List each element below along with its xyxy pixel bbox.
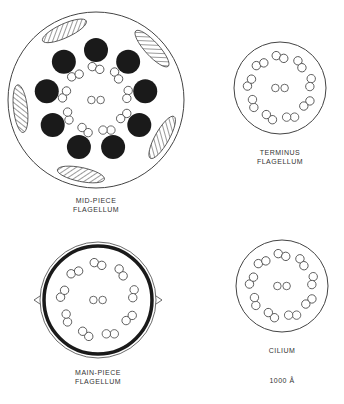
microtubule-doublet <box>61 309 72 327</box>
microtubule-doublet <box>271 50 289 63</box>
microtubule-doublet <box>77 325 95 342</box>
central-tubule <box>274 282 282 290</box>
microtubule-doublet <box>63 107 74 125</box>
membrane-outline <box>234 42 326 134</box>
microtubule-doublet <box>251 58 269 71</box>
mitochondrion <box>11 84 30 133</box>
dense-fiber <box>41 113 65 137</box>
microtubule-doublet <box>89 257 107 270</box>
microtubule-doublet <box>76 122 94 139</box>
dense-fiber <box>127 113 151 137</box>
microtubule-doublet <box>294 253 309 271</box>
microtubule-doublet <box>248 95 259 113</box>
microtubule-doublet <box>253 256 271 269</box>
dense-fiber <box>35 79 59 103</box>
microtubule-doublet <box>115 108 133 125</box>
microtubule-doublet <box>284 311 300 319</box>
membrane-outline <box>40 242 156 358</box>
section-label: MAIN-PIECE FLAGELLUM <box>70 368 126 387</box>
microtubule-doublet <box>122 86 133 104</box>
central-tubule <box>281 84 289 92</box>
microtubule-doublet <box>87 61 105 74</box>
microtubule-doublet <box>307 272 318 290</box>
dense-fiber <box>67 135 91 159</box>
dense-fiber <box>84 38 108 62</box>
dense-fiber <box>101 135 125 159</box>
microtubule-doublet <box>102 330 118 338</box>
microtubule-doublet <box>244 271 259 289</box>
microtubule-doublet <box>260 109 278 126</box>
dense-fiber <box>52 50 76 74</box>
fibrous-sheath <box>44 246 152 354</box>
microtubule-doublet <box>273 248 291 261</box>
microtubule-doublet <box>109 66 124 84</box>
microtubule-doublet <box>282 113 298 121</box>
central-tubule <box>97 96 105 104</box>
dense-fiber <box>116 50 140 74</box>
microtubule-doublet <box>300 293 318 310</box>
microtubule-doublet <box>55 285 70 303</box>
central-tubule <box>272 84 280 92</box>
microtubule-doublet <box>66 69 84 82</box>
microtubule-doublet <box>128 285 139 303</box>
section-label: TERMINUS FLAGELLUM <box>255 148 305 167</box>
microtubule-doublet <box>113 263 128 281</box>
central-tubule <box>90 296 98 304</box>
microtubule-doublet <box>292 55 307 73</box>
membrane-outline <box>236 240 328 332</box>
microtubule-doublet <box>298 95 316 112</box>
microtubule-doublet <box>262 307 280 324</box>
microtubule-doublet <box>57 85 72 103</box>
mitochondrion <box>56 163 106 186</box>
mid-piece-section <box>11 15 180 187</box>
microtubule-doublet <box>120 310 138 327</box>
microtubule-doublet <box>242 73 257 91</box>
section-label: MID-PIECE FLAGELLUM <box>71 196 121 215</box>
central-tubule <box>88 96 96 104</box>
microtubule-doublet <box>250 293 261 311</box>
central-tubule <box>283 282 291 290</box>
membrane-outline <box>8 12 184 188</box>
microtubule-doublet <box>99 126 115 134</box>
central-tubule <box>99 296 107 304</box>
section-label: CILIUM <box>257 346 307 355</box>
scale-label: 1000 Å <box>257 376 307 385</box>
mitochondrion <box>40 15 89 48</box>
microtubule-doublet <box>305 74 316 92</box>
dense-fiber <box>133 79 157 103</box>
microtubule-doublet <box>66 266 84 279</box>
